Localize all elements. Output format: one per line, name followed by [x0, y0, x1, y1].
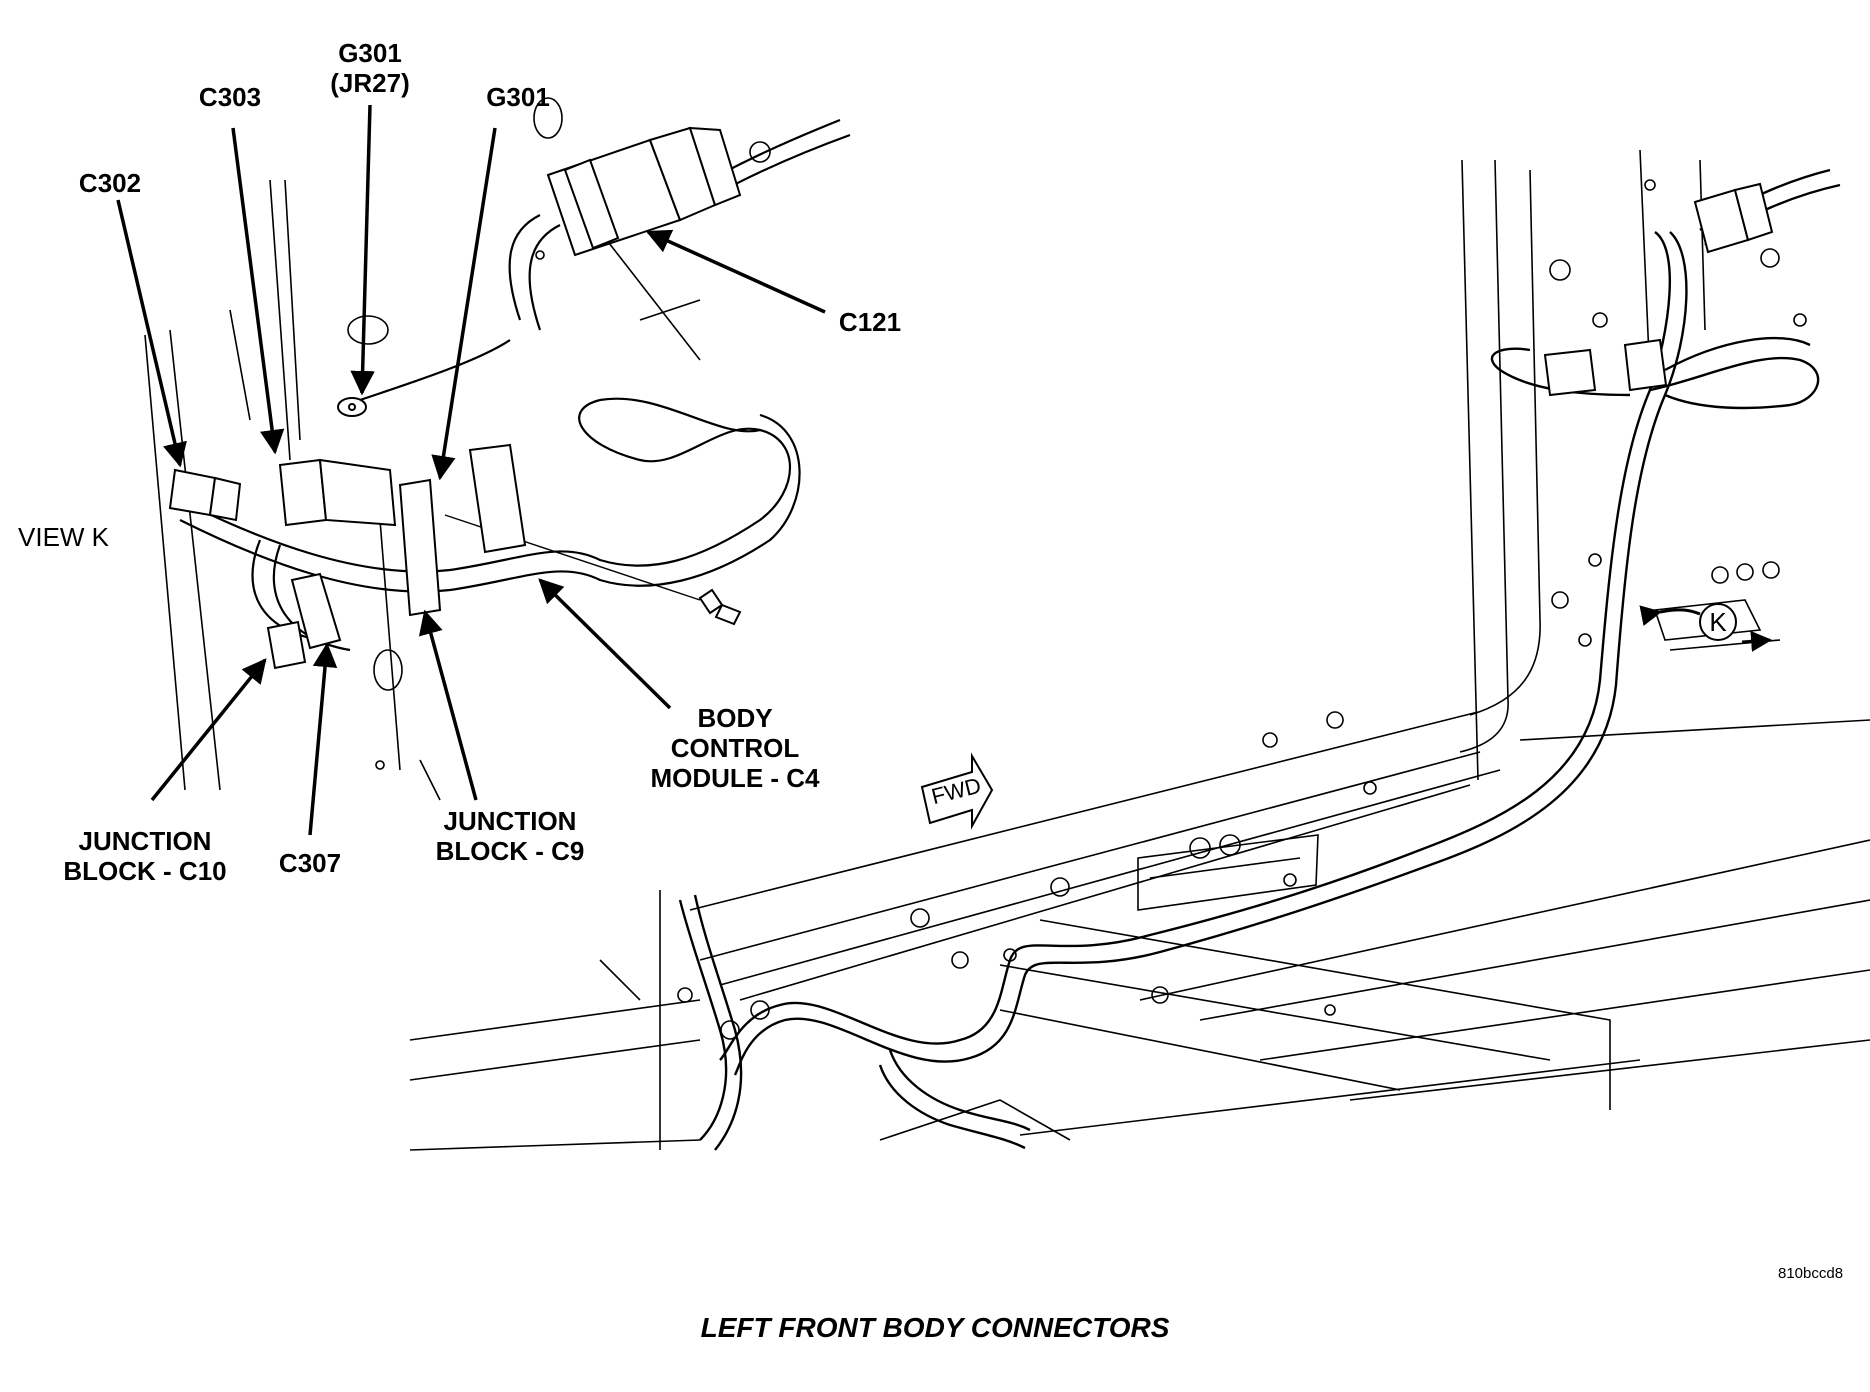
- label-jb-c10: JUNCTION BLOCK - C10: [55, 826, 235, 886]
- leader-c307: [308, 642, 338, 836]
- body-harness: [678, 168, 1841, 1151]
- label-view-k: VIEW K: [18, 522, 110, 552]
- label-g301-jr27-line2: (JR27): [330, 68, 410, 98]
- view-k-pillar-structure: [144, 97, 771, 801]
- label-jb-c10-line1: JUNCTION: [78, 826, 212, 856]
- figure-id: 810bccd8: [1778, 1265, 1844, 1282]
- leader-c303: [231, 127, 285, 455]
- leader-g301: [431, 127, 497, 481]
- label-bcm-c4: BODY CONTROL MODULE - C4: [640, 703, 830, 793]
- label-g301: G301: [486, 82, 550, 112]
- body-junction-block: [1543, 338, 1668, 397]
- label-c302: C302: [78, 168, 142, 198]
- label-g301-jr27-line1: G301: [338, 38, 402, 68]
- fwd-arrow-icon: FWD: [920, 752, 994, 830]
- body-structure: [409, 149, 1870, 1151]
- leader-arrows: [116, 104, 826, 836]
- leader-jb-c9: [418, 609, 478, 801]
- label-bcm-c4-line3: MODULE - C4: [650, 763, 820, 793]
- label-c307: C307: [278, 848, 342, 878]
- label-g301-jr27: G301 (JR27): [330, 38, 410, 98]
- label-c121: C121: [838, 307, 902, 337]
- label-jb-c9-line1: JUNCTION: [443, 806, 577, 836]
- g301-ground-eyelet: [337, 397, 367, 417]
- label-jb-c10-line2: BLOCK - C10: [63, 856, 227, 886]
- diagram-title: LEFT FRONT BODY CONNECTORS: [700, 1312, 1170, 1343]
- view-marker-label: K: [1709, 607, 1727, 637]
- view-k-harness: [179, 118, 851, 652]
- junction-block-c9: [398, 443, 527, 617]
- leader-bcm-c4: [538, 578, 672, 710]
- bolt: [698, 588, 742, 626]
- label-bcm-c4-line2: CONTROL: [670, 733, 800, 763]
- c307-connector: [290, 572, 342, 650]
- leader-c302: [116, 199, 187, 468]
- label-jb-c9: JUNCTION BLOCK - C9: [425, 806, 595, 866]
- leader-g301-jr27: [350, 104, 375, 396]
- leader-c121: [645, 229, 826, 314]
- label-c303: C303: [198, 82, 262, 112]
- c302-connector: [168, 468, 242, 522]
- label-jb-c9-line2: BLOCK - C9: [435, 836, 585, 866]
- c121-connector: [546, 126, 742, 257]
- leader-jb-c10: [150, 658, 267, 802]
- c303-connector: [278, 458, 397, 527]
- label-bcm-c4-line1: BODY: [697, 703, 773, 733]
- body-c121-connector: [1693, 182, 1774, 254]
- view-k-marker: K: [1639, 603, 1773, 652]
- junction-block-c10: [266, 620, 307, 670]
